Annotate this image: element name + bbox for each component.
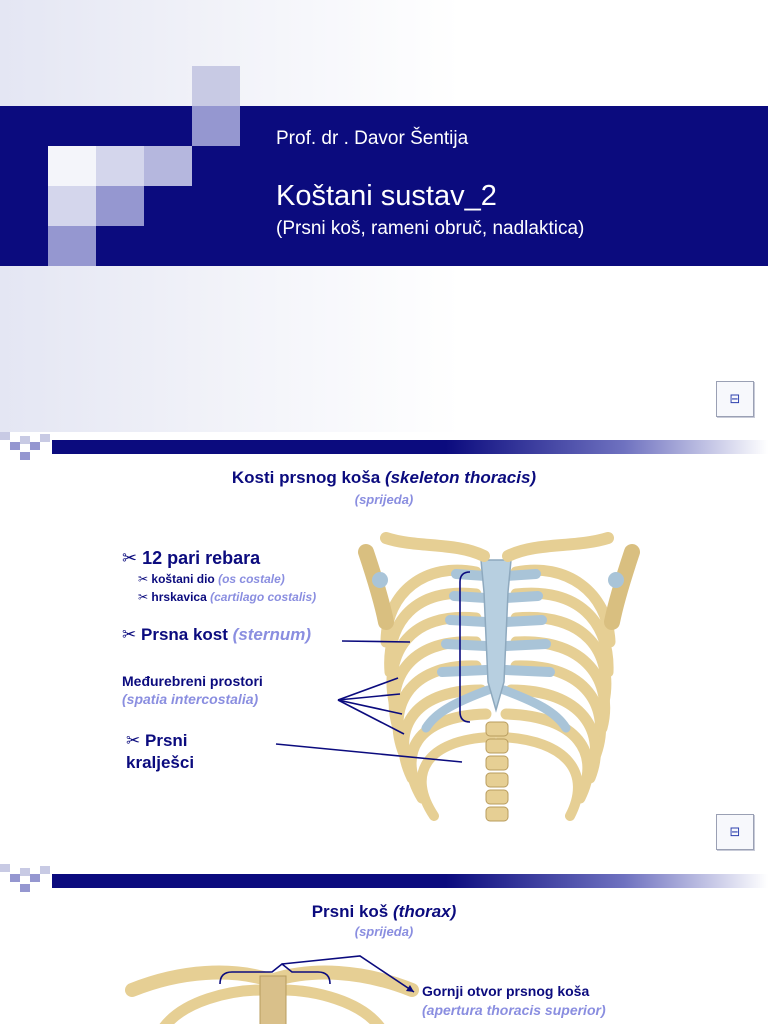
slide-title-latin: (skeleton thoracis) (384, 468, 537, 487)
deco-square (48, 186, 96, 226)
next-slide-icon: ⊟ (729, 391, 741, 407)
deco-square (20, 868, 30, 876)
sternum-latin: (sternum) (232, 625, 312, 644)
thorax-illustration (125, 962, 419, 1024)
upper-opening-pointer (281, 955, 415, 993)
bullet-vertebrae: ✂ Prsni kralješci (126, 730, 194, 774)
deco-square (144, 146, 192, 186)
scissors-icon: ✂ (122, 625, 137, 645)
intercostal-pointer-2 (337, 693, 401, 701)
deco-square (192, 66, 240, 106)
header-bar (52, 874, 768, 888)
deco-square (20, 436, 30, 444)
sternum-pointer (341, 640, 411, 643)
slide-title-main: Kosti prsnog koša (231, 468, 381, 487)
scissors-icon: ✂ (122, 548, 138, 569)
intercostal-label: Međurebreni prostori (122, 673, 263, 689)
deco-square (96, 146, 144, 186)
deco-square (48, 226, 96, 266)
slide-skeleton-thoracis: Kosti prsnog koša (skeleton thoracis) (s… (0, 432, 768, 864)
upper-opening-latin: (apertura thoracis superior) (422, 1002, 606, 1018)
next-slide-icon: ⊟ (729, 824, 741, 840)
vertebrae-pointer (275, 743, 463, 763)
deco-square (30, 874, 40, 882)
presentation-subtitle: (Prsni koš, rameni obruč, nadlaktica) (276, 218, 585, 239)
deco-square (30, 442, 40, 450)
vertebrae-label-1: Prsni (144, 731, 188, 750)
deco-square (20, 884, 30, 892)
ribs-bone-label: koštani dio (151, 572, 215, 586)
slide-title: Prsni koš (thorax) (0, 902, 768, 922)
deco-square (96, 186, 144, 226)
slide-title: Kosti prsnog koša (skeleton thoracis) (0, 468, 768, 488)
deco-square (10, 874, 20, 882)
intercostal-pointer-1 (337, 677, 399, 701)
slide-title-main: Prsni koš (311, 902, 389, 921)
author: Prof. dr . Davor Šentija (276, 128, 469, 149)
annotation-lines (275, 571, 471, 763)
bullet-ribs-bone: ✂ koštani dio (os costale) (138, 572, 285, 586)
deco-square (192, 106, 240, 146)
intercostal-latin: (spatia intercostalia) (122, 691, 259, 707)
slide-title-latin: (thorax) (393, 902, 457, 921)
slide-thorax: Prsni koš (thorax) (sprijeda) Gornji otv… (0, 864, 768, 1024)
scissors-icon: ✂ (138, 590, 149, 604)
deco-square (40, 866, 50, 874)
ribs-cartilage-label: hrskavica (151, 590, 207, 604)
ribs-cartilage-latin: (cartilago costalis) (210, 590, 317, 604)
bullet-ribs: ✂ 12 pari rebara (122, 548, 260, 569)
deco-square (40, 434, 50, 442)
slide-subtitle: (sprijeda) (354, 492, 414, 507)
next-slide-button[interactable]: ⊟ (716, 381, 754, 417)
ribs-label: 12 pari rebara (142, 548, 261, 568)
header-bar (52, 440, 768, 454)
scissors-icon: ✂ (138, 572, 149, 586)
upper-opening-label: Gornji otvor prsnog koša (422, 983, 590, 999)
slide-subtitle: (sprijeda) (354, 924, 414, 939)
title-slide: Prof. dr . Davor Šentija Koštani sustav_… (0, 0, 768, 432)
label-upper-opening: Gornji otvor prsnog koša (apertura thora… (422, 982, 606, 1020)
scissors-icon: ✂ (126, 731, 141, 751)
next-slide-button[interactable]: ⊟ (716, 814, 754, 850)
deco-square (0, 432, 10, 440)
intercostal-pointer-3 (337, 699, 403, 715)
sternum-label: Prsna kost (140, 625, 228, 644)
intercostal-pointer-4 (337, 699, 405, 735)
costal-cartilage-brace (459, 571, 471, 723)
ribs-bone-latin: (os costale) (218, 572, 285, 586)
bullet-ribs-cartilage: ✂ hrskavica (cartilago costalis) (138, 590, 316, 604)
deco-square (0, 864, 10, 872)
ribcage-illustration (358, 532, 640, 822)
bullet-sternum: ✂ Prsna kost (sternum) (122, 625, 311, 645)
deco-square (48, 146, 96, 186)
vertebrae-label-2: kralješci (126, 753, 195, 772)
deco-square (10, 442, 20, 450)
label-intercostal: Međurebreni prostori (spatia intercostal… (122, 672, 263, 708)
presentation-title: Koštani sustav_2 (276, 180, 497, 212)
deco-square (20, 452, 30, 460)
